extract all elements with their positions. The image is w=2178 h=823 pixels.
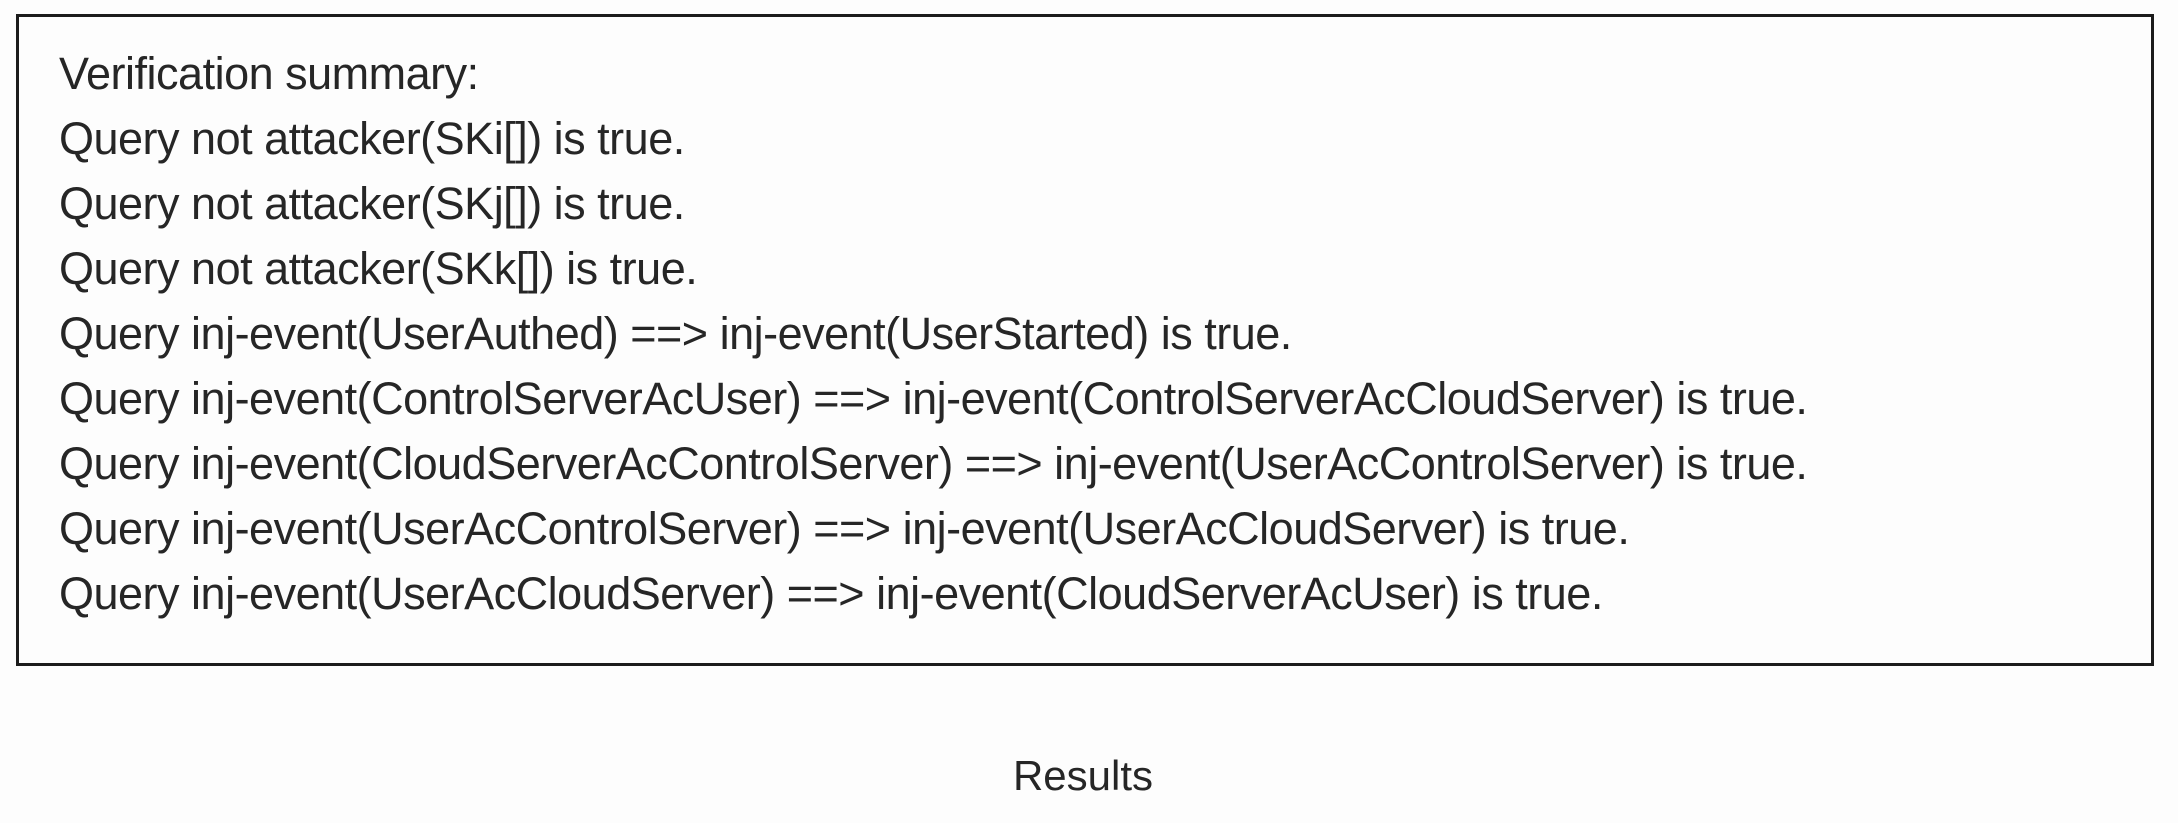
verification-summary-heading: Verification summary: <box>59 48 479 99</box>
query-line: Query not attacker(SKi[]) is true. <box>59 113 685 164</box>
query-line: Query inj-event(UserAcCloudServer) ==> i… <box>59 568 1603 619</box>
query-line: Query not attacker(SKj[]) is true. <box>59 178 685 229</box>
query-line: Query inj-event(CloudServerAcControlServ… <box>59 438 1808 489</box>
query-line: Query inj-event(ControlServerAcUser) ==>… <box>59 373 1808 424</box>
query-line: Query inj-event(UserAuthed) ==> inj-even… <box>59 308 1292 359</box>
query-line: Query not attacker(SKk[]) is true. <box>59 243 698 294</box>
query-line: Query inj-event(UserAcControlServer) ==>… <box>59 503 1630 554</box>
verification-summary-box: Verification summary: Query not attacker… <box>16 14 2154 666</box>
figure-caption: Results <box>1012 752 1154 799</box>
